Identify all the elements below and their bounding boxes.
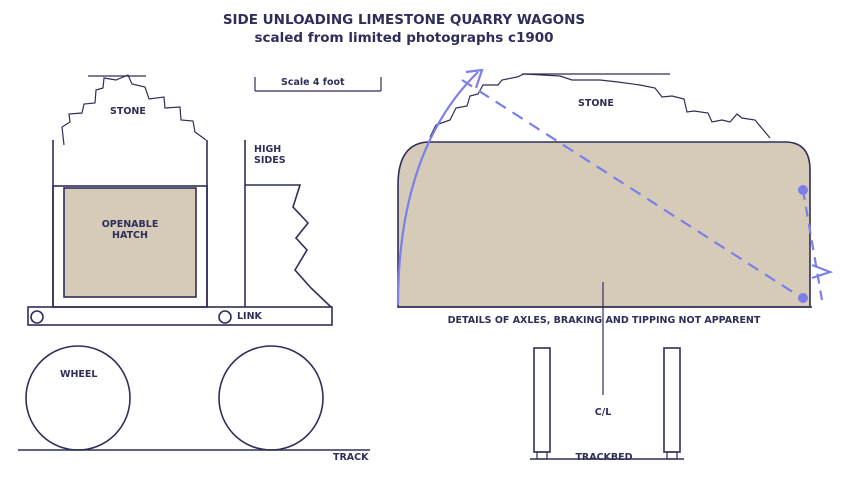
wheel-left [25,345,131,451]
high-sides-outline [245,184,332,308]
wheel-right [218,345,324,451]
tip-side-arrowhead [811,263,834,280]
stone-heap-outline-right [429,73,771,139]
pivot-point-top [798,185,808,195]
link-hole-left [30,310,44,324]
hatch-label-line1: OPENABLE [102,219,159,230]
scale-bar: Scale 4 foot [254,77,382,92]
link-hole-right [218,310,232,324]
high-sides-label-line2: SIDES [254,155,286,166]
diagram-subtitle: scaled from limited photographs c1900 [254,30,553,46]
centre-line-label: C/L [595,407,612,418]
wagon-body-right [397,141,811,308]
rail-foot-right [666,451,678,460]
details-note: DETAILS OF AXLES, BRAKING AND TIPPING NO… [448,315,761,326]
right-wagon-view: STONE DETAILS OF AXLES, BRAKING AND TIPP… [396,68,834,463]
underframe-left [27,306,333,326]
hatch-label-line2: HATCH [112,230,148,241]
openable-hatch [63,187,197,298]
track-label: TRACK [333,452,369,463]
tip-arc-arrow [396,71,479,306]
rail-right [663,347,681,453]
tip-diagonal-dashed [461,79,803,299]
rail-foot-left [536,451,548,460]
high-sides-label-line1: HIGH [254,144,281,155]
diagram-title: SIDE UNLOADING LIMESTONE QUARRY WAGONS [223,12,585,28]
wheel-label: WHEEL [60,369,97,380]
left-wagon-view: STONE OPENABLE HATCH HIGH SIDES LINK WHE… [18,74,370,463]
stone-heap-outline-left [61,74,207,146]
link-label: LINK [237,311,263,322]
tip-arc-arrowhead [465,68,484,89]
pivot-point-bottom [798,293,808,303]
stone-label-left: STONE [110,106,146,117]
stone-label-right: STONE [578,98,614,109]
scale-label: Scale 4 foot [281,77,345,88]
trackbed-label: TRACKBED [575,452,632,463]
tip-side-dashed [801,189,824,301]
rail-left [533,347,551,453]
